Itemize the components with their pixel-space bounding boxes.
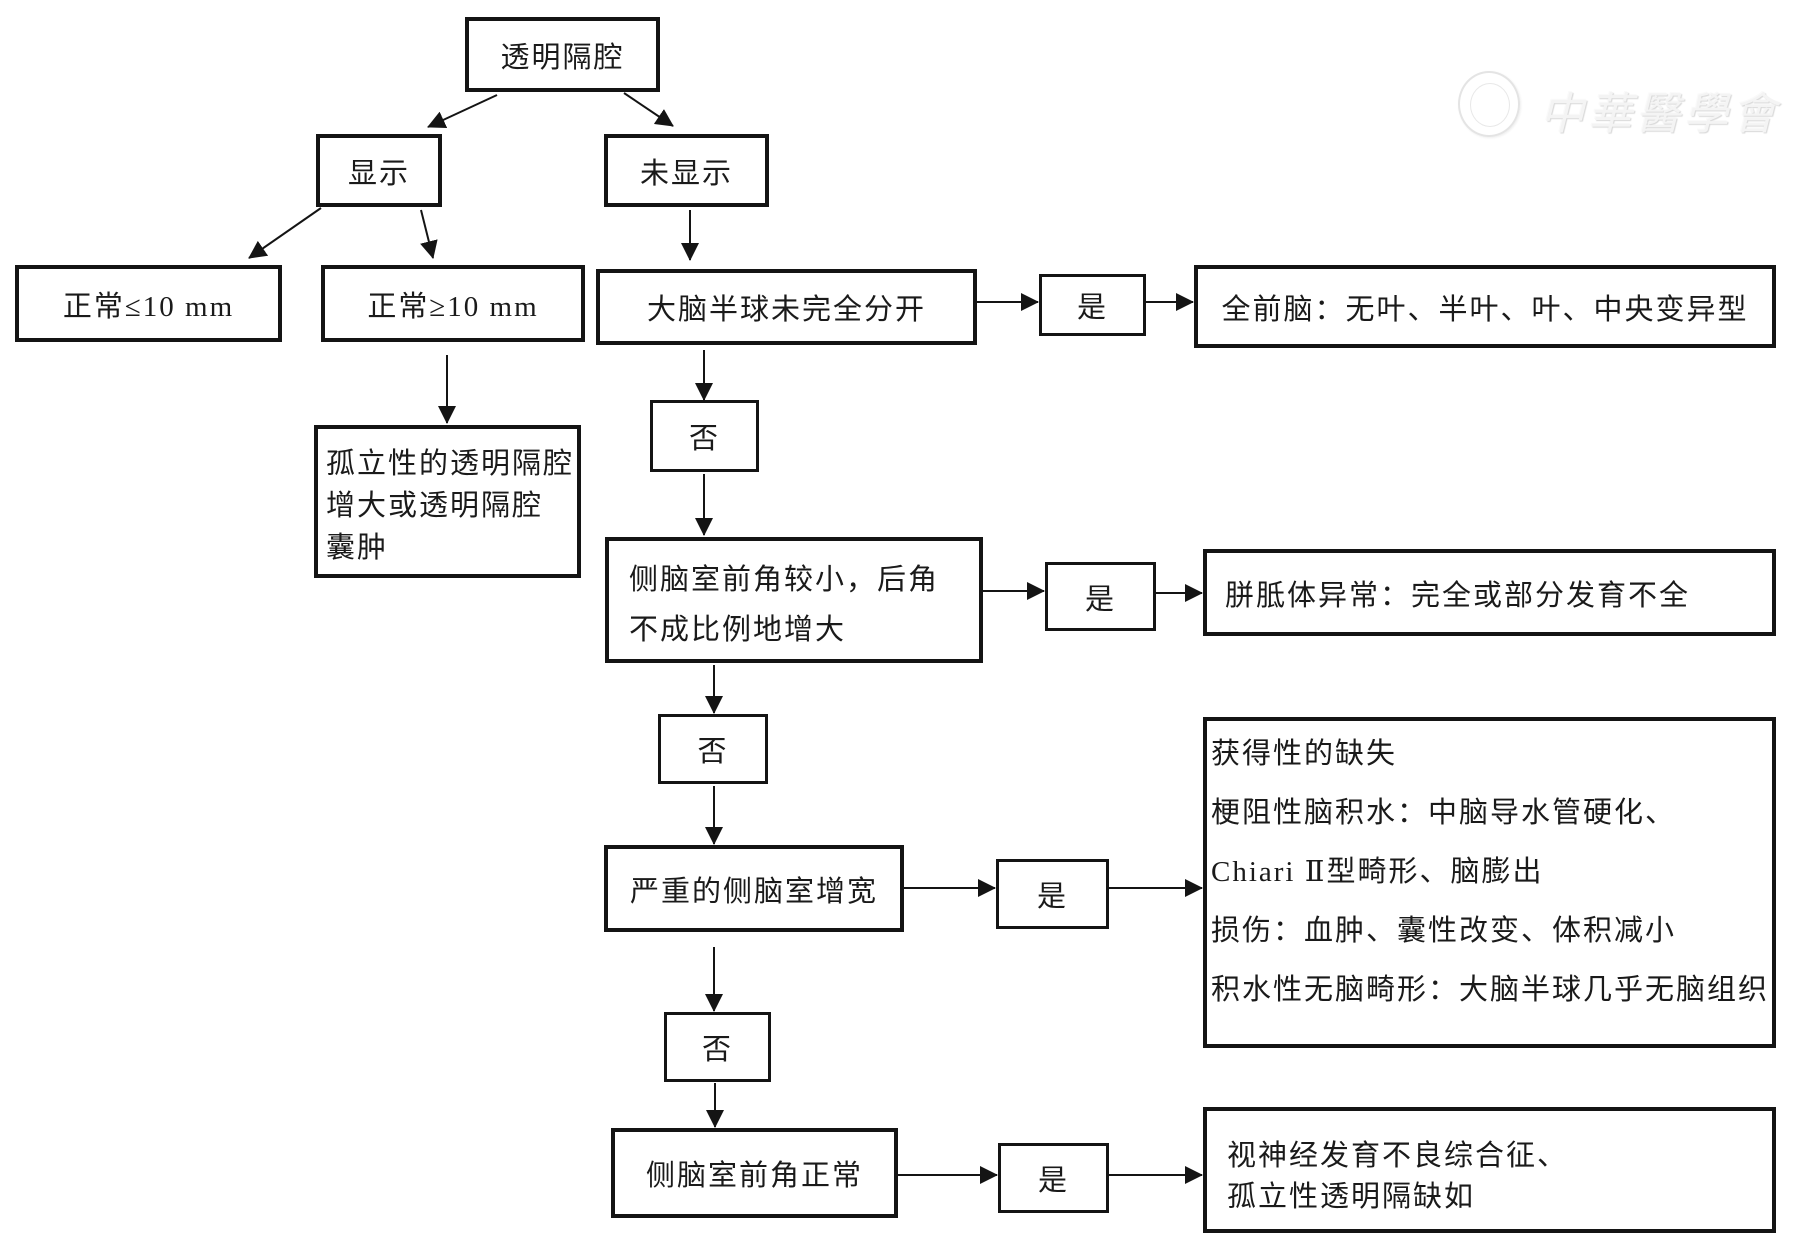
- node-normal-anterior-horns: 侧脑室前角正常: [611, 1128, 898, 1218]
- node-hemispheres-not-separated: 大脑半球未完全分开: [596, 269, 977, 345]
- node-label-line: 孤立性透明隔缺如: [1227, 1181, 1476, 1213]
- node-label: 是: [1037, 1165, 1069, 1197]
- node-label: 显示: [347, 157, 410, 190]
- node-label: 否: [688, 423, 720, 455]
- watermark-seal-inner: [1470, 83, 1510, 127]
- node-isolated-cavum-enlargement: 孤立性的透明隔腔 增大或透明隔腔 囊肿: [314, 425, 581, 578]
- node-q1-yes: 是: [1039, 274, 1146, 336]
- node-label-line: 侧脑室前角较小，后角: [629, 564, 940, 596]
- node-label: 是: [1036, 881, 1068, 913]
- node-q3-yes: 是: [996, 859, 1109, 929]
- node-label: 是: [1076, 292, 1108, 324]
- node-label-line: 梗阻性脑积水：中脑导水管硬化、: [1211, 797, 1677, 829]
- node-label: 正常≤10 mm: [62, 290, 235, 323]
- watermark-text: 中華醫學會: [1540, 90, 1780, 139]
- node-label: 未显示: [639, 157, 733, 190]
- node-label: 侧脑室前角正常: [645, 1160, 863, 1192]
- node-label: 否: [701, 1034, 733, 1066]
- node-normal-ge-10mm: 正常≥10 mm: [321, 265, 585, 342]
- arrow-shown-to-normal-ge: [420, 209, 438, 259]
- node-shown: 显示: [316, 134, 442, 207]
- node-label-line: 孤立性的透明隔腔: [326, 448, 575, 480]
- node-normal-le-10mm: 正常≤10 mm: [15, 265, 282, 342]
- node-label: 全前脑：无叶、半叶、叶、中央变异型: [1221, 293, 1749, 326]
- node-cavum-septi-pellucidi: 透明隔腔: [465, 17, 660, 92]
- node-label-line: 不成比例地增大: [629, 614, 847, 646]
- node-small-anterior-horns: 侧脑室前角较小，后角 不成比例地增大: [605, 537, 983, 663]
- node-label: 大脑半球未完全分开: [646, 294, 926, 326]
- node-label: 是: [1084, 583, 1116, 616]
- node-label: 胼胝体异常：完全或部分发育不全: [1225, 579, 1691, 612]
- node-q3-no: 否: [664, 1012, 771, 1082]
- arrow-root-to-not-shown: [623, 92, 674, 127]
- node-label-line: Chiari Ⅱ型畸形、脑膨出: [1211, 856, 1544, 888]
- node-label: 正常≥10 mm: [367, 290, 539, 323]
- node-label-line: 增大或透明隔腔: [326, 490, 544, 522]
- node-label: 否: [697, 736, 729, 768]
- node-label: 严重的侧脑室增宽: [629, 875, 878, 908]
- node-severe-ventriculomegaly: 严重的侧脑室增宽: [604, 845, 904, 932]
- node-label-line: 损伤：血肿、囊性改变、体积减小: [1211, 915, 1677, 947]
- arrow-shown-to-normal-le: [248, 207, 322, 259]
- node-q2-yes: 是: [1045, 562, 1156, 631]
- node-corpus-callosum-anomaly: 胼胝体异常：完全或部分发育不全: [1203, 549, 1776, 636]
- node-q2-no: 否: [658, 714, 768, 784]
- node-q4-yes: 是: [998, 1143, 1109, 1213]
- node-not-shown: 未显示: [604, 134, 769, 207]
- node-label-line: 囊肿: [326, 532, 389, 564]
- node-septo-optic-dysplasia: 视神经发育不良综合征、 孤立性透明隔缺如: [1203, 1107, 1776, 1233]
- node-label-line: 获得性的缺失: [1211, 738, 1398, 770]
- watermark-seal-icon: [1458, 71, 1520, 137]
- node-label-line: 视神经发育不良综合征、: [1227, 1140, 1569, 1172]
- node-label-line: 积水性无脑畸形：大脑半球几乎无脑组织: [1211, 974, 1770, 1006]
- arrow-root-to-shown: [427, 94, 498, 129]
- node-q1-no: 否: [650, 400, 759, 472]
- node-acquired-absence: 获得性的缺失 梗阻性脑积水：中脑导水管硬化、 Chiari Ⅱ型畸形、脑膨出 损…: [1203, 717, 1776, 1048]
- node-holoprosencephaly: 全前脑：无叶、半叶、叶、中央变异型: [1194, 265, 1776, 348]
- node-label: 透明隔腔: [500, 41, 625, 74]
